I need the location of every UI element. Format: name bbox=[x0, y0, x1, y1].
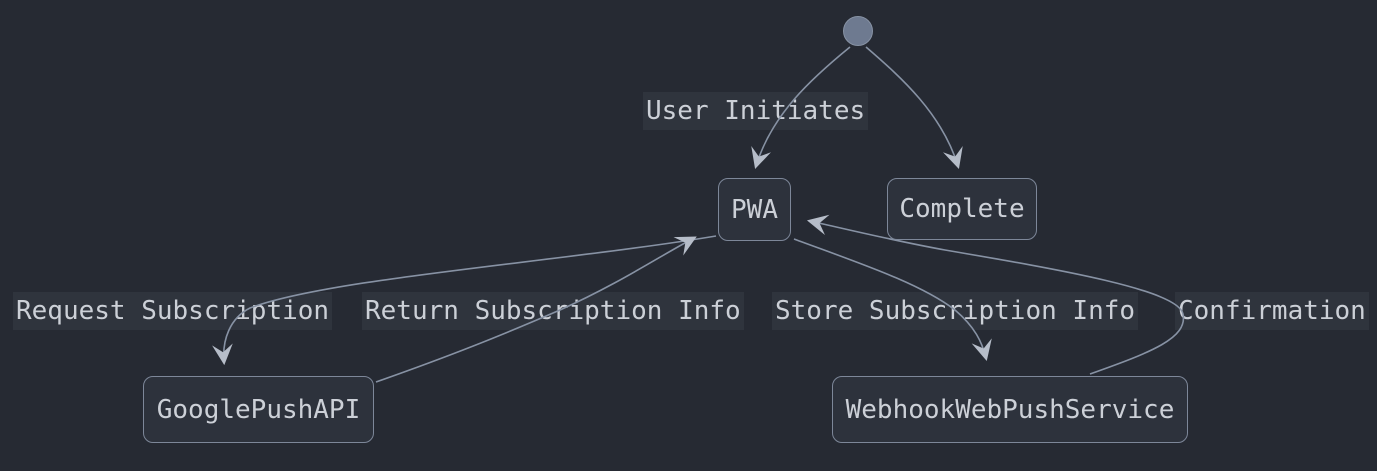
state-node-complete: Complete bbox=[887, 178, 1037, 240]
state-node-pwa: PWA bbox=[718, 178, 791, 241]
state-node-webhookwebpushservice: WebhookWebPushService bbox=[832, 376, 1188, 443]
edge-label-confirmation: Confirmation bbox=[1175, 292, 1369, 330]
state-node-googlepushapi: GooglePushAPI bbox=[143, 376, 374, 443]
edge-initial-to-complete bbox=[865, 46, 963, 169]
edge-label-return-subscription-info: Return Subscription Info bbox=[362, 292, 744, 330]
edge-pwa-to-webhookwebpushservice bbox=[793, 238, 992, 362]
edge-label-request-subscription: Request Subscription bbox=[13, 292, 333, 330]
edge-initial-to-pwa bbox=[751, 46, 851, 169]
initial-state-dot bbox=[843, 16, 873, 46]
edge-label-user-initiates: User Initiates bbox=[643, 92, 869, 130]
edge-pwa-to-googlepushapi bbox=[212, 235, 717, 366]
edge-webhookwebpushservice-to-pwa bbox=[806, 214, 1185, 375]
edge-googlepushapi-to-pwa bbox=[375, 236, 697, 383]
